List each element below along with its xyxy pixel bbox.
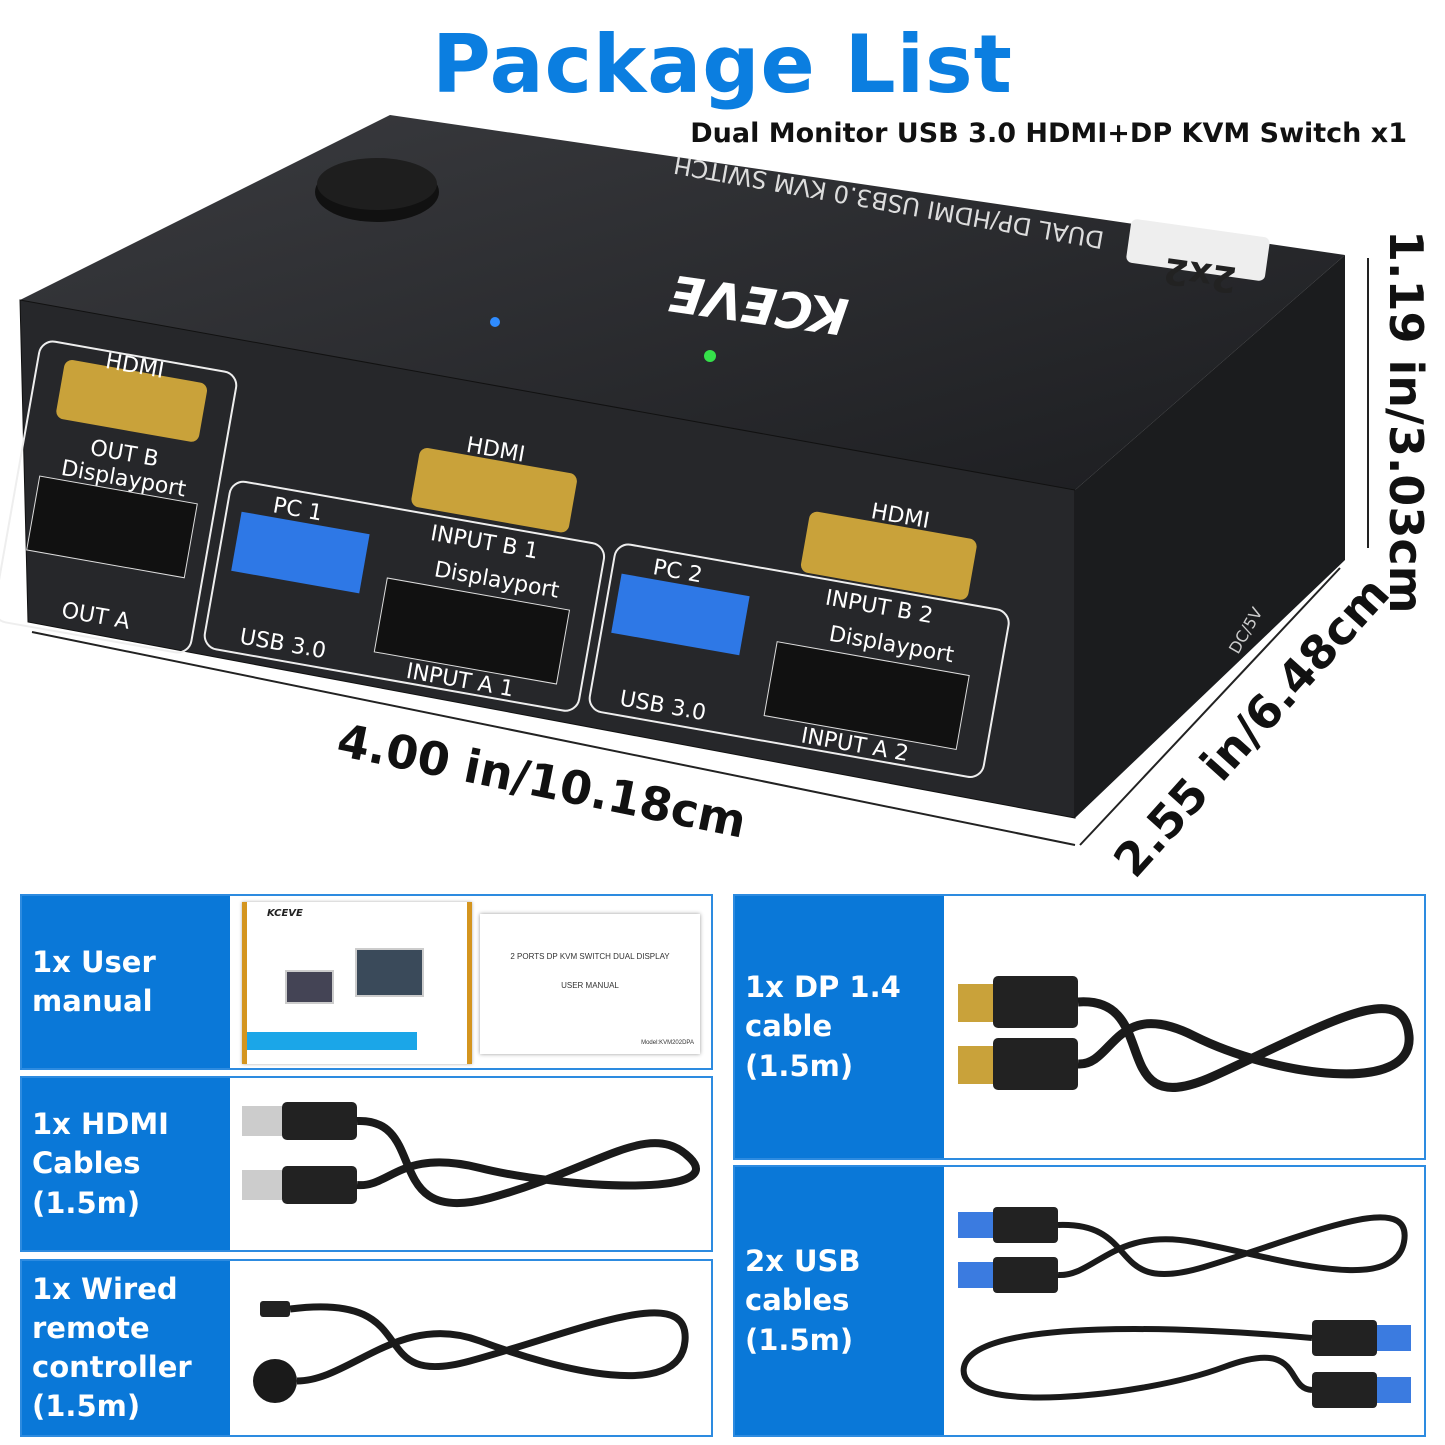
width-dimension-line <box>31 631 1076 846</box>
item-label: 1x HDMI Cables (1.5m) <box>22 1078 230 1250</box>
manual-subtitle: USER MANUAL <box>561 981 619 990</box>
kvm-switch-illustration: DUAL DP/HDMI USB3.0 KVM SWITCH 2x2 KCEVE… <box>0 115 1433 887</box>
led-2 <box>704 350 716 362</box>
item-user-manual: 1x User manual KCEVE 2 PORTS DP KVM SWIT… <box>20 894 713 1070</box>
item-wired-remote: 1x Wired remote controller (1.5m) <box>20 1259 713 1437</box>
item-hdmi-cables: 1x HDMI Cables (1.5m) <box>20 1076 713 1252</box>
usb-cable-image <box>958 1207 1411 1408</box>
manual-title: 2 PORTS DP KVM SWITCH DUAL DISPLAY <box>510 952 670 961</box>
monitor-icon <box>355 948 424 997</box>
manual-model: Model:KVM202DPA <box>641 1040 694 1046</box>
manual-cover: KCEVE <box>242 902 472 1064</box>
product-subtitle: Dual Monitor USB 3.0 HDMI+DP KVM Switch … <box>690 118 1407 149</box>
height-dimension: 1.19 in/3.03cm <box>1379 230 1433 614</box>
badge-bg <box>1126 219 1270 281</box>
hdmi-cable-image <box>242 1102 700 1208</box>
item-usb-cables: 2x USB cables (1.5m) <box>733 1165 1426 1437</box>
device-badge: 2x2 <box>1161 249 1239 300</box>
item-dp-cable: 1x DP 1.4 cable (1.5m) <box>733 894 1426 1160</box>
item-label: 1x Wired remote controller (1.5m) <box>22 1261 230 1435</box>
switch-button-top <box>317 158 437 210</box>
laptop-icon <box>285 970 334 1004</box>
dp-cable-image <box>958 976 1414 1092</box>
depth-dimension-line <box>1079 567 1341 846</box>
manual-image: KCEVE 2 PORTS DP KVM SWITCH DUAL DISPLAY… <box>230 896 711 1068</box>
manual-cover-logo: KCEVE <box>267 908 303 919</box>
item-label: 1x User manual <box>22 896 230 1068</box>
item-label: 2x USB cables (1.5m) <box>735 1167 944 1435</box>
device-side-face <box>1075 255 1345 818</box>
item-label: 1x DP 1.4 cable (1.5m) <box>735 896 944 1158</box>
manual-title-page: 2 PORTS DP KVM SWITCH DUAL DISPLAY USER … <box>480 914 700 1054</box>
led-1 <box>490 317 500 327</box>
remote-image <box>253 1301 689 1403</box>
manual-cover-banner <box>247 1032 417 1050</box>
page-title: Package List <box>432 18 1013 111</box>
